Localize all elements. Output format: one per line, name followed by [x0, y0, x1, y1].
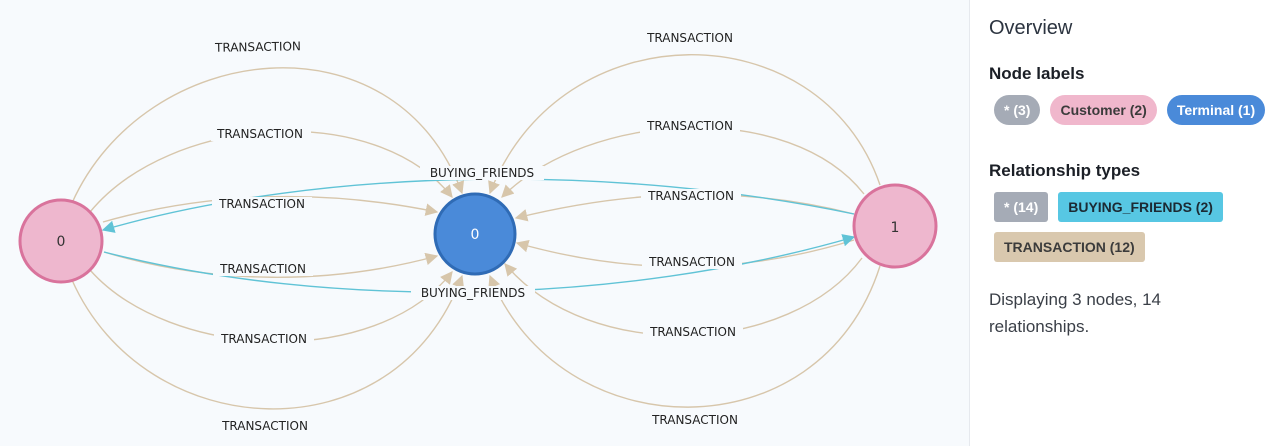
- status-text: Displaying 3 nodes, 14 relationships.: [989, 290, 1162, 336]
- relationship-label: TRANSACTION: [651, 413, 738, 427]
- relationship-transaction[interactable]: [103, 251, 439, 278]
- node-caption: 0: [57, 234, 66, 250]
- relationship-types-list: * (14) BUYING_FRIENDS (2) TRANSACTION (1…: [989, 192, 1277, 272]
- relationship-type-pill-buying-friends[interactable]: BUYING_FRIENDS (2): [1058, 192, 1223, 222]
- relationship-transaction[interactable]: [501, 126, 865, 198]
- relationship-transaction[interactable]: [102, 195, 439, 223]
- relationship-transaction[interactable]: [71, 274, 465, 410]
- relationship-label: TRANSACTION: [648, 255, 735, 269]
- node-label-pill-customer[interactable]: Customer (2): [1050, 95, 1157, 125]
- node-customer-0[interactable]: 0: [18, 198, 104, 284]
- relationship-labels: TRANSACTION TRANSACTION TRANSACTION TRAN…: [208, 31, 745, 433]
- relationship-label: TRANSACTION: [216, 127, 303, 141]
- node-labels-list: * (3) Customer (2) Terminal (1): [989, 95, 1277, 135]
- relationship-transaction[interactable]: [504, 257, 863, 336]
- relationship-label: TRANSACTION: [649, 325, 736, 339]
- overview-panel: Overview Node labels * (3) Customer (2) …: [969, 0, 1277, 446]
- relationship-label: TRANSACTION: [219, 262, 306, 276]
- relationship-type-pill-all[interactable]: * (14): [994, 192, 1049, 222]
- relationship-transaction[interactable]: [71, 67, 465, 204]
- graph-canvas[interactable]: TRANSACTION TRANSACTION TRANSACTION TRAN…: [0, 0, 969, 446]
- relationship-transaction[interactable]: [488, 265, 881, 408]
- node-label-pill-terminal[interactable]: Terminal (1): [1166, 95, 1266, 125]
- relationship-type-pill-transaction[interactable]: TRANSACTION (12): [994, 232, 1145, 262]
- relationship-types-title: Relationship types: [989, 161, 1141, 180]
- relationship-label: TRANSACTION: [646, 31, 733, 45]
- relationship-transaction[interactable]: [488, 54, 881, 195]
- node-caption: 0: [471, 227, 480, 243]
- relationship-label: TRANSACTION: [646, 119, 733, 133]
- relationship-transaction[interactable]: [89, 269, 453, 343]
- node-terminal-0[interactable]: 0: [433, 192, 517, 276]
- node-caption: 1: [891, 220, 900, 236]
- node-labels-title: Node labels: [989, 64, 1085, 83]
- node-customer-1[interactable]: 1: [852, 183, 938, 269]
- node-label-pill-all[interactable]: * (3): [994, 95, 1041, 125]
- relationship-label: BUYING_FRIENDS: [421, 286, 525, 300]
- relationship-label: TRANSACTION: [221, 419, 308, 433]
- relationship-label: TRANSACTION: [214, 39, 301, 55]
- relationship-label: TRANSACTION: [218, 197, 305, 211]
- graph-svg[interactable]: TRANSACTION TRANSACTION TRANSACTION TRAN…: [0, 0, 969, 446]
- relationship-label: BUYING_FRIENDS: [430, 166, 534, 180]
- overview-title: Overview: [989, 17, 1073, 39]
- relationship-label: TRANSACTION: [220, 332, 307, 346]
- relationship-label: TRANSACTION: [647, 189, 734, 203]
